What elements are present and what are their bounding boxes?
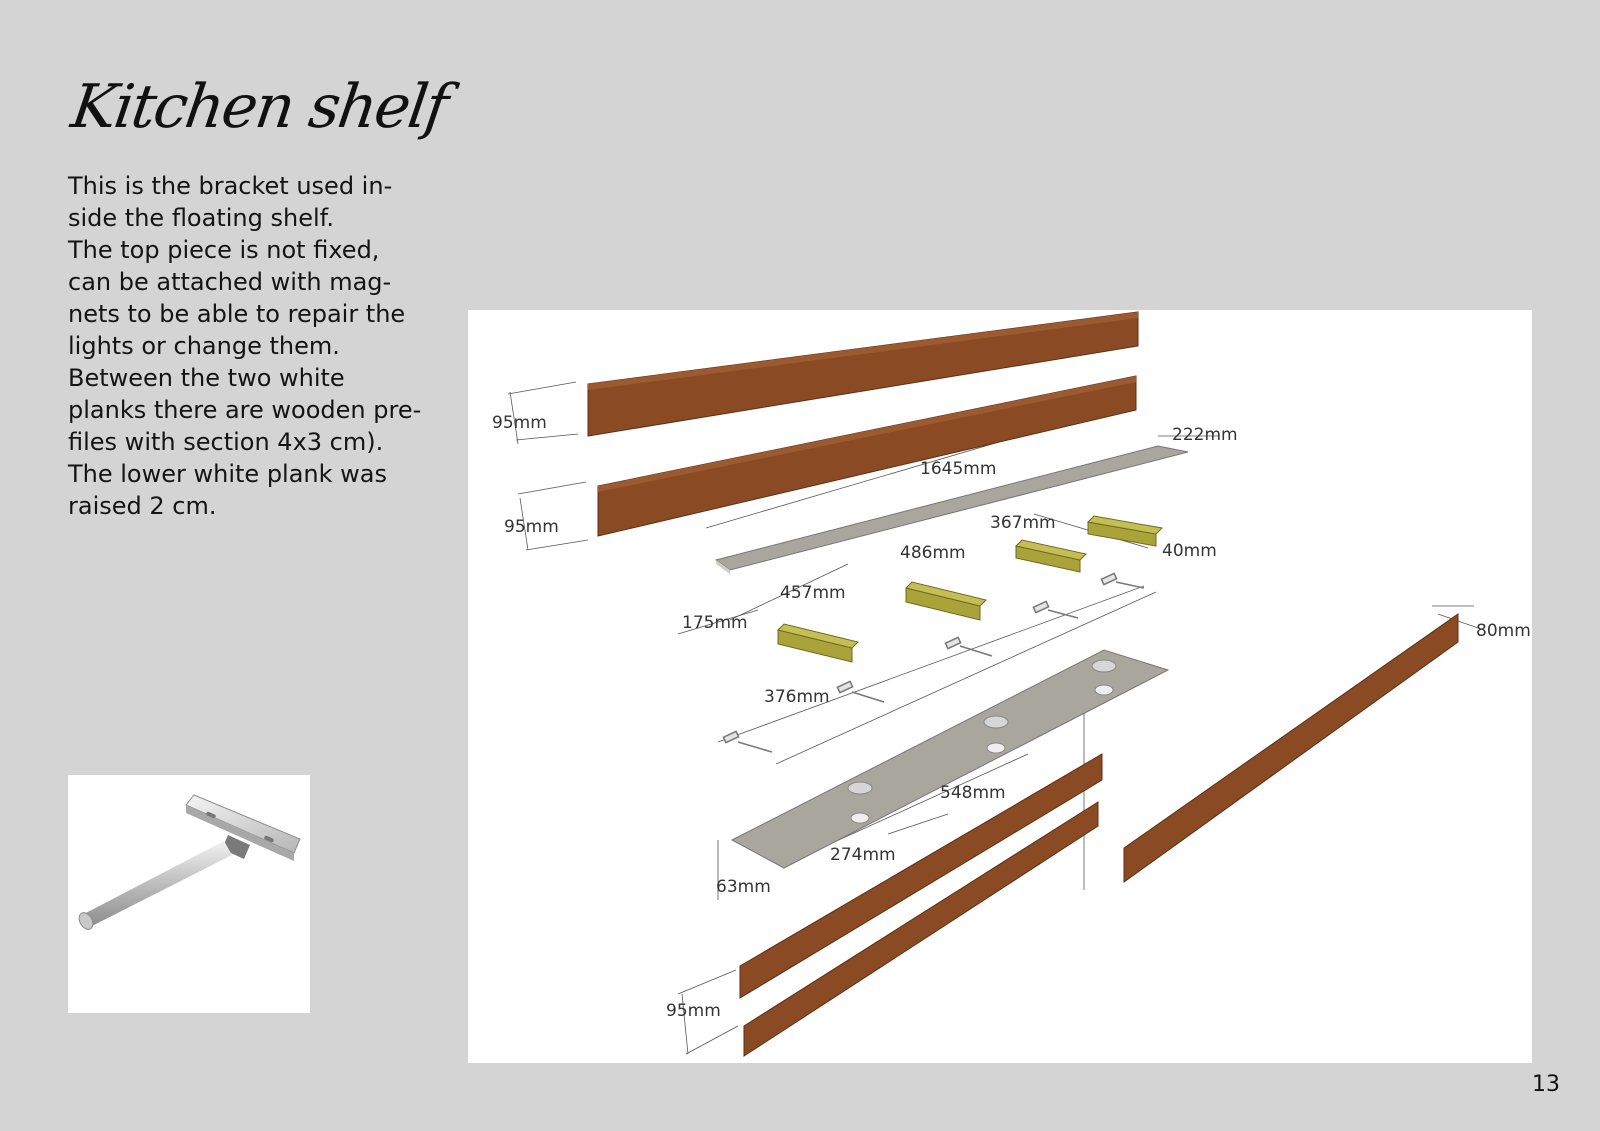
description-line: raised 2 cm.	[68, 492, 217, 520]
description-line: This is the bracket used in-	[68, 172, 393, 200]
dimension-label: 486mm	[900, 543, 966, 563]
dimension-label: 63mm	[716, 877, 771, 897]
bracket-photo	[68, 775, 310, 1013]
description-line: planks there are wooden pre-	[68, 396, 422, 424]
dimension-label: 80mm	[1476, 621, 1531, 641]
description-line: files with section 4x3 cm).	[68, 428, 384, 456]
description-text: This is the bracket used in- side the fl…	[68, 170, 428, 522]
dimension-label: 457mm	[780, 583, 846, 603]
dimension-label: 274mm	[830, 845, 896, 865]
page-number: 13	[1532, 1072, 1560, 1097]
description-line: nets to be able to repair the	[68, 300, 406, 328]
dimension-label: 367mm	[990, 513, 1056, 533]
dimension-label: 95mm	[504, 517, 559, 537]
dimension-label: 222mm	[1172, 425, 1238, 445]
bracket-icon	[78, 794, 301, 930]
description-line: side the floating shelf.	[68, 204, 334, 232]
dimension-label: 40mm	[1162, 541, 1217, 561]
page-title: Kitchen shelf	[67, 72, 451, 142]
dimension-label: 548mm	[940, 783, 1006, 803]
description-line: can be attached with mag-	[68, 268, 392, 296]
exploded-view-drawing: 95mm 95mm 1645mm 222mm 367mm 40mm 486mm …	[468, 310, 1532, 1063]
dimension-label: 175mm	[682, 613, 748, 633]
dimension-label: 376mm	[764, 687, 830, 707]
dimension-label: 95mm	[666, 1001, 721, 1021]
description-line: The lower white plank was	[68, 460, 388, 488]
dimension-label: 95mm	[492, 413, 547, 433]
dimension-label: 1645mm	[920, 459, 996, 479]
description-line: Between the two white	[68, 364, 345, 392]
description-line: The top piece is not fixed,	[68, 236, 380, 264]
description-line: lights or change them.	[68, 332, 340, 360]
